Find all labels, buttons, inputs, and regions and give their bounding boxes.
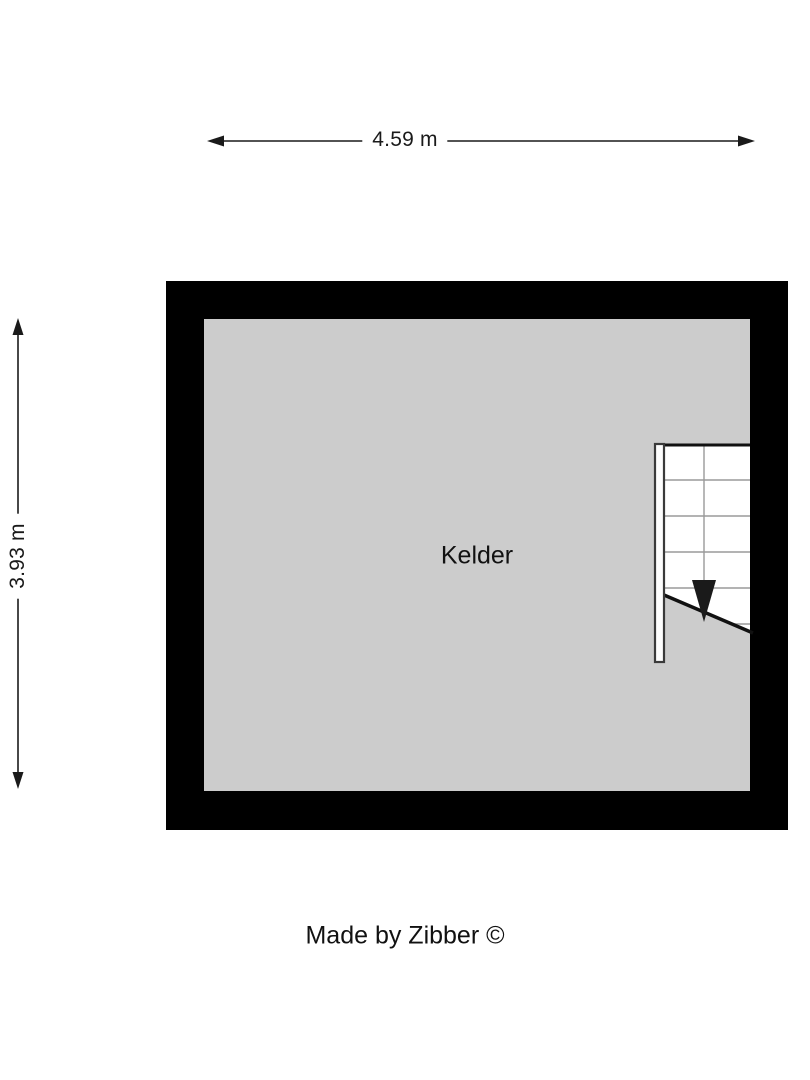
stair-direction-arrow (692, 580, 716, 622)
footer-credit: Made by Zibber © (305, 921, 505, 950)
room-label-kelder: Kelder (440, 541, 514, 570)
dimension-label-vertical: 3.93 m (6, 513, 30, 599)
dimension-label-horizontal: 4.59 m (362, 128, 448, 152)
staircase (653, 442, 754, 664)
dimension-line-horizontal (207, 135, 755, 147)
stair-handrail (653, 442, 666, 664)
